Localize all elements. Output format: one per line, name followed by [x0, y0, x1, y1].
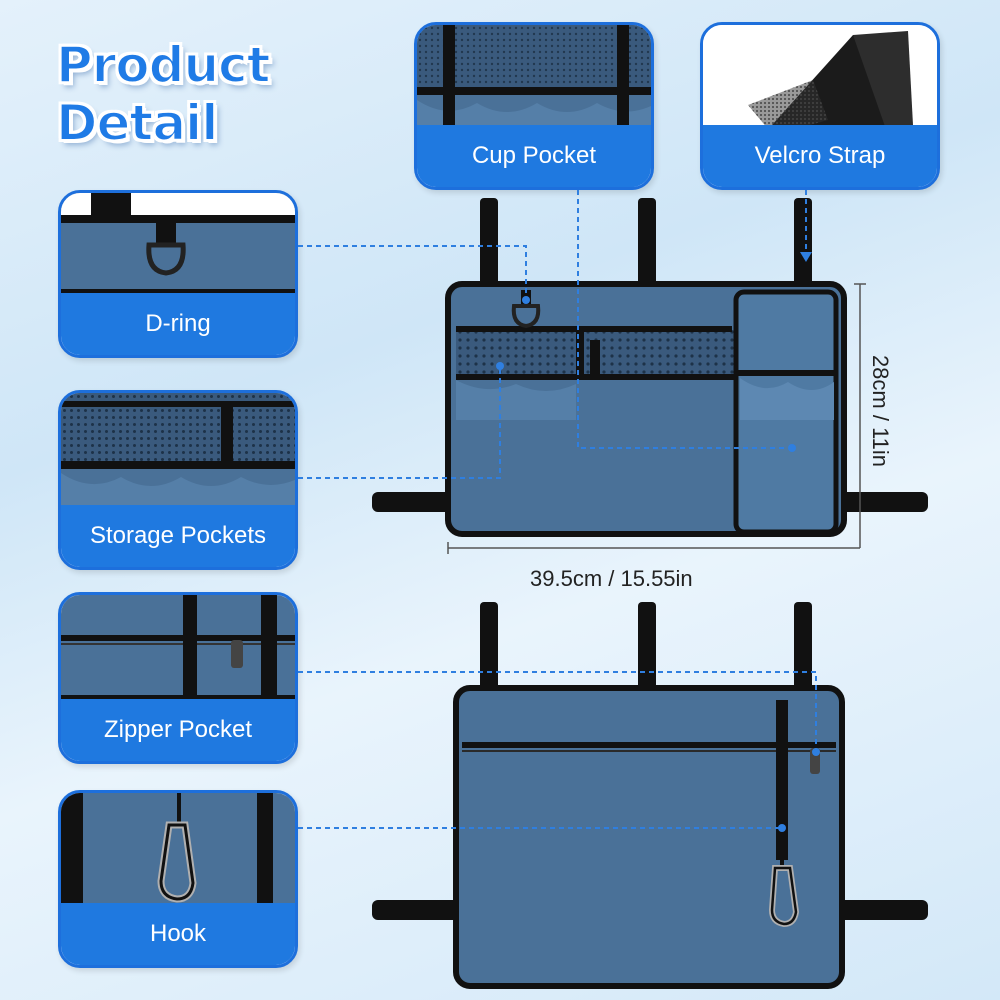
top-bag-strap-left [480, 198, 498, 290]
storage-pockets-image [61, 393, 295, 505]
d-ring-image [61, 193, 295, 293]
top-bag-side-strap-right [832, 492, 928, 512]
bottom-bag-strap-left [480, 602, 498, 692]
top-bag-strap-middle [638, 198, 656, 290]
cup-pocket-label: Cup Pocket [417, 125, 651, 187]
bottom-bag-body [453, 685, 845, 989]
d-ring-label: D-ring [61, 293, 295, 355]
storage-pockets-label: Storage Pockets [61, 505, 295, 567]
bottom-bag-side-strap-right [832, 900, 928, 920]
height-dimension-label: 28cm / 11in [868, 354, 893, 468]
zipper-pocket-label: Zipper Pocket [61, 699, 295, 761]
hook-image [61, 793, 295, 903]
product-detail-title: Product Detail [55, 35, 296, 153]
title-line-2: Detail [55, 93, 219, 153]
top-bag-strap-right [794, 198, 812, 290]
storage-pockets-card: Storage Pockets [58, 390, 298, 570]
title-line-1: Product [55, 35, 272, 95]
bottom-bag-strap-middle [638, 602, 656, 692]
hook-label: Hook [61, 903, 295, 965]
velcro-strap-image [703, 25, 937, 125]
width-dimension-label: 39.5cm / 15.55in [530, 566, 693, 591]
top-bag-side-strap-left [372, 492, 464, 512]
zipper-pocket-image [61, 595, 295, 699]
velcro-strap-label: Velcro Strap [703, 125, 937, 187]
bottom-bag-side-strap-left [372, 900, 464, 920]
cup-pocket-image [417, 25, 651, 125]
hook-card: Hook [58, 790, 298, 968]
zipper-pocket-card: Zipper Pocket [58, 592, 298, 764]
d-ring-card: D-ring [58, 190, 298, 358]
velcro-strap-card: Velcro Strap [700, 22, 940, 190]
cup-pocket-card: Cup Pocket [414, 22, 654, 190]
bottom-bag-strap-right [794, 602, 812, 692]
